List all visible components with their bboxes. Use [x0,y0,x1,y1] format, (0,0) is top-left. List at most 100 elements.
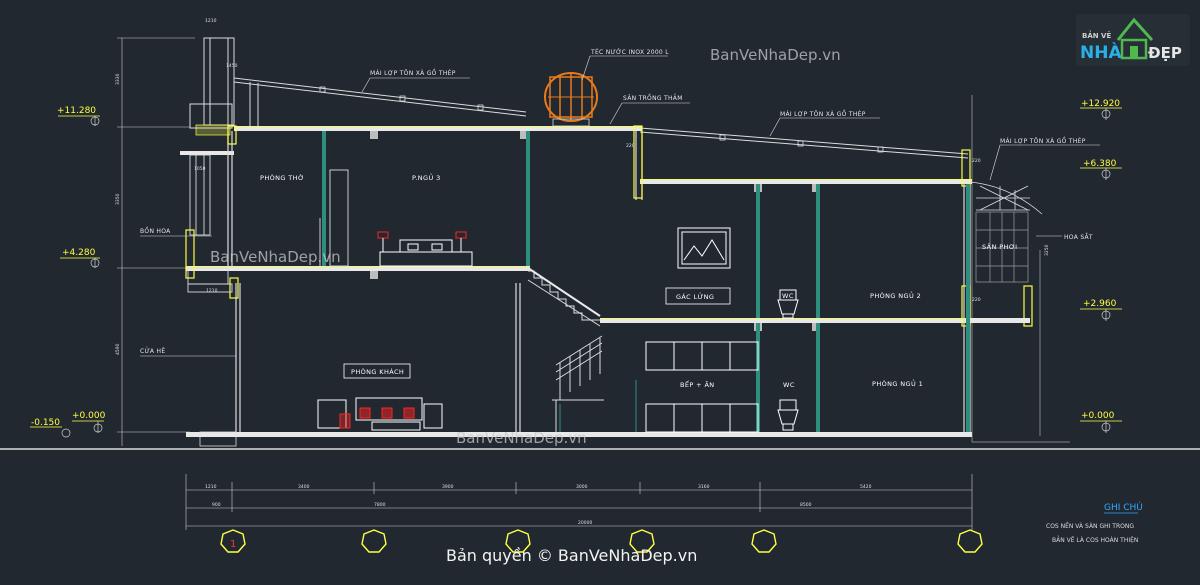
wall-painting [677,227,731,269]
stair-tower [189,37,235,129]
purlins-left [319,86,484,111]
level-marker-right-upper: +6.380 [1080,159,1122,180]
walls [227,131,971,432]
axis-label-1: 1 [230,539,236,550]
beam-drops [370,131,820,331]
copyright-notice: Bản quyền © BanVeNhaDep.vn [446,546,697,565]
level-marker-right-mid: +2.960 [1080,299,1122,321]
level-right-mid: +2.960 [1083,299,1117,309]
water-tank [544,72,598,127]
roof-right [639,127,969,159]
label-balcony-roof: MÁI LỢP TÔN XÀ GỒ THÉP [1000,136,1086,145]
room-wc-upper: WC [782,292,794,300]
watermark-top: BanVeNhaDep.vn [710,46,841,64]
level-right-zero: +0.000 [1081,411,1115,421]
notes-title: GHI CHÚ [1104,501,1143,513]
stair-upper [527,267,601,327]
site-logo: BẢN VẼ NHÀ ĐẸP [1076,14,1190,66]
notes-line-1: COS NỀN VÀ SÀN GHI TRONG [1046,522,1134,530]
stair-lower-railing [552,335,604,432]
dim-bottom-7: 900 [212,502,221,508]
bed-furniture [377,231,473,267]
logo-word-a: NHÀ [1080,41,1122,63]
dim-bottom-2: 3400 [298,484,310,490]
kitchen-cabinets [645,341,759,433]
level-marker-left-top: +11.280 [57,106,100,126]
level-left-neg: -0.150 [31,418,60,428]
room-wc-lower: WC [783,381,795,389]
level-right-upper: +6.380 [1083,159,1117,169]
watermark-mid: BanVeNhaDep.vn [210,248,341,266]
dim-vert-1: 3330 [115,73,121,85]
left-vertical-dimension [117,37,195,446]
logo-word-b: ĐẸP [1148,44,1182,62]
label-iron-railing: HOA SẮT [1064,233,1093,241]
room-kitchen: BẾP + ĂN [680,379,715,389]
wall-cut-marks [185,125,1033,327]
room-bedroom-3: P.NGỦ 3 [412,172,441,182]
room-mezzanine: GÁC LỬNG [676,292,714,301]
dim-bottom-8: 7800 [374,502,386,508]
level-right-top: +12.920 [1081,99,1120,109]
dim-bottom-4: 3000 [576,484,588,490]
roof-left [233,77,527,127]
dim-vert-2: 3350 [115,193,121,205]
dim-balcony-height: 3250 [1044,244,1050,256]
columns [322,131,970,432]
logo-line-1: BẢN VẼ [1082,30,1111,40]
label-terrace: SÂN TRỒNG THẢM [623,93,683,102]
dim-wall-a: 220 [626,143,635,149]
dim-wall-b: 220 [972,158,981,164]
dim-bottom-6: 5420 [860,484,872,490]
dim-flower-box: 1050 [194,166,206,172]
room-bedroom-2: PHÒNG NGỦ 2 [870,290,921,300]
room-bedroom-1: PHÒNG NGỦ 1 [872,378,923,388]
slab-hatching [186,126,972,320]
label-right-roof: MÁI LỢP TÔN XÀ GỒ THÉP [780,109,866,118]
dim-bottom-3: 3900 [442,484,454,490]
dim-overall: 20000 [578,520,592,526]
label-porch: CỬA HÊ [140,347,165,355]
room-worship: PHÒNG THỜ [260,173,304,182]
balcony-slab [970,318,1030,323]
room-back-yard: SÂN PHƠI [982,242,1017,251]
level-marker-right-top: +12.920 [1080,99,1122,120]
axis-markers [220,529,983,553]
entry-step [199,431,237,447]
watermark-bottom: BanVeNhaDep.vn [456,429,587,447]
level-left-zero: +0.000 [72,411,106,421]
label-water-tank: TÉC NƯỚC INOX 2000 L [590,48,669,56]
notes-line-2: BẢN VẼ LÀ COS HOÀN THIỆN [1052,536,1138,544]
roof-flower-box [195,124,231,136]
balcony-lattice [975,211,1029,283]
dim-entrance-width: 1210 [206,288,218,294]
toilet-upper [777,289,799,319]
room-living: PHÒNG KHÁCH [351,367,404,376]
level-marker-left-mid: +4.280 [60,248,100,268]
balcony-truss [969,181,1043,215]
dim-bottom-9: 8500 [800,502,812,508]
toilet-lower [777,399,799,431]
dim-tower-width: 1210 [205,18,217,24]
label-main-roof: MÁI LỢP TÔN XÀ GỒ THÉP [370,68,456,77]
level-marker-right-zero: +0.000 [1080,411,1122,433]
room-mezzanine-frame [665,287,731,305]
flower-box-left [187,154,233,293]
dim-wall-c: 220 [972,297,981,303]
floor-slabs [180,126,972,437]
dim-bottom-5: 3160 [698,484,710,490]
purlins-right [719,134,884,153]
level-left-top: +11.280 [57,106,96,116]
room-living-frame [343,363,411,379]
label-flower-box: BỒN HOA [140,226,171,235]
bottom-dimension-lines [185,474,973,530]
dim-bottom-1: 1210 [205,484,217,490]
dim-tower-height: 1450 [226,63,238,69]
stair-lower-teal [559,380,637,432]
level-left-mid: +4.280 [62,248,96,258]
level-marker-left-zero: +0.000 -0.150 [30,411,106,438]
sofa-set [317,397,443,431]
dim-vert-3: 4590 [115,343,121,355]
